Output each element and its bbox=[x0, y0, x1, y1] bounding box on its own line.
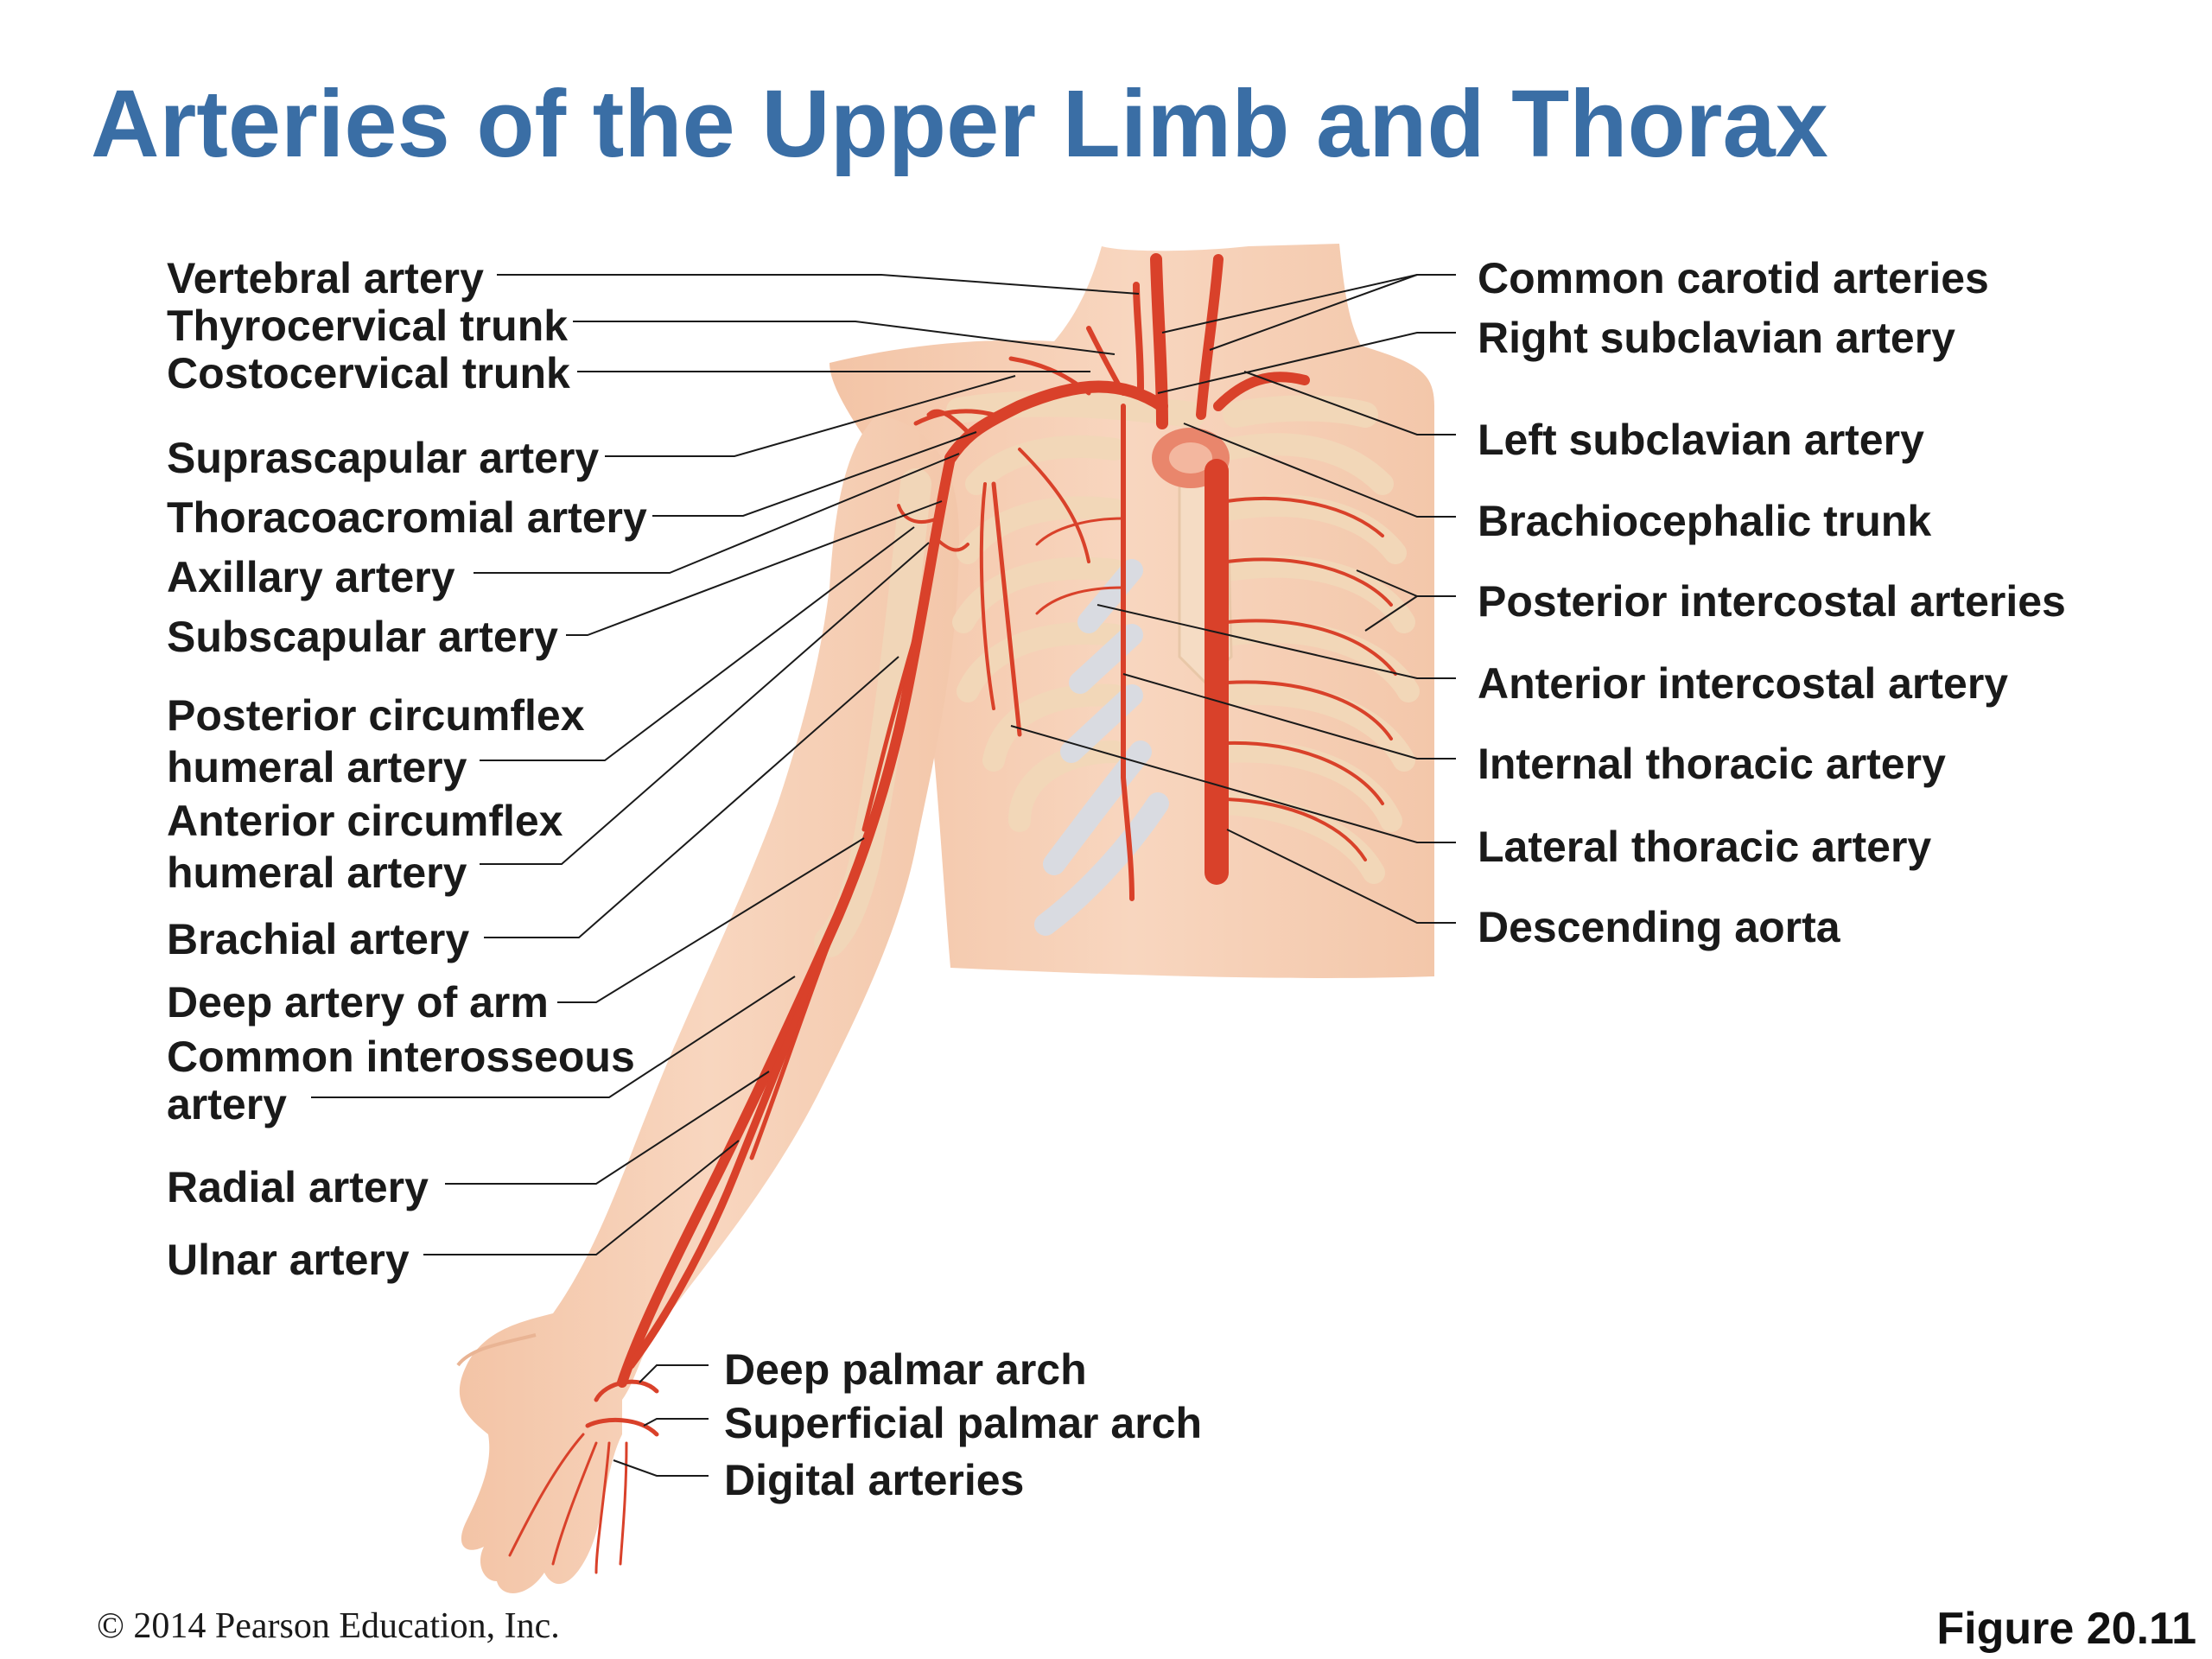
label-brachial-artery: Brachial artery bbox=[167, 915, 470, 963]
arteries bbox=[508, 253, 1397, 1574]
label-vertebral-artery: Vertebral artery bbox=[167, 254, 484, 302]
label-right-subclavian-artery: Right subclavian artery bbox=[1478, 314, 1955, 362]
label-internal-thoracic-artery: Internal thoracic artery bbox=[1478, 740, 1946, 788]
label-common-carotid-arteries: Common carotid arteries bbox=[1478, 254, 1989, 302]
label-posterior-intercostal-arteries: Posterior intercostal arteries bbox=[1478, 577, 2066, 626]
label-thyrocervical-trunk: Thyrocervical trunk bbox=[167, 302, 569, 350]
label-anterior-circumflex-line1: Anterior circumflex bbox=[167, 797, 563, 845]
label-costocervical-trunk: Costocervical trunk bbox=[167, 349, 570, 397]
label-ulnar-artery: Ulnar artery bbox=[167, 1236, 410, 1284]
arm-silhouette bbox=[456, 415, 959, 1593]
label-common-interosseous-line1: Common interosseous bbox=[167, 1033, 635, 1081]
label-suprascapular-artery: Suprascapular artery bbox=[167, 434, 600, 482]
label-thoracoacromial-artery: Thoracoacromial artery bbox=[167, 493, 647, 542]
label-anterior-intercostal-artery: Anterior intercostal artery bbox=[1478, 659, 2009, 708]
label-left-subclavian-artery: Left subclavian artery bbox=[1478, 416, 1924, 464]
label-common-interosseous-line2: artery bbox=[167, 1080, 287, 1128]
label-axillary-artery: Axillary artery bbox=[167, 553, 455, 601]
label-brachiocephalic-trunk: Brachiocephalic trunk bbox=[1478, 497, 1932, 545]
label-posterior-circumflex-line2: humeral artery bbox=[167, 743, 467, 791]
page-title: Arteries of the Upper Limb and Thorax bbox=[91, 71, 1828, 177]
label-descending-aorta: Descending aorta bbox=[1478, 903, 1840, 951]
copyright-notice: © 2014 Pearson Education, Inc. bbox=[97, 1606, 560, 1646]
label-lateral-thoracic-artery: Lateral thoracic artery bbox=[1478, 823, 1932, 871]
label-radial-artery: Radial artery bbox=[167, 1163, 429, 1211]
label-superficial-palmar-arch: Superficial palmar arch bbox=[724, 1399, 1203, 1447]
figure-number: Figure 20.11 bbox=[1936, 1604, 2196, 1654]
label-deep-artery-of-arm: Deep artery of arm bbox=[167, 978, 549, 1027]
label-anterior-circumflex-line2: humeral artery bbox=[167, 849, 467, 897]
label-deep-palmar-arch: Deep palmar arch bbox=[724, 1345, 1087, 1394]
leader-lines bbox=[311, 274, 1456, 1477]
label-digital-arteries: Digital arteries bbox=[724, 1456, 1025, 1504]
aortic-arch bbox=[1152, 428, 1230, 488]
label-posterior-circumflex-line1: Posterior circumflex bbox=[167, 691, 585, 740]
label-subscapular-artery: Subscapular artery bbox=[167, 613, 558, 661]
